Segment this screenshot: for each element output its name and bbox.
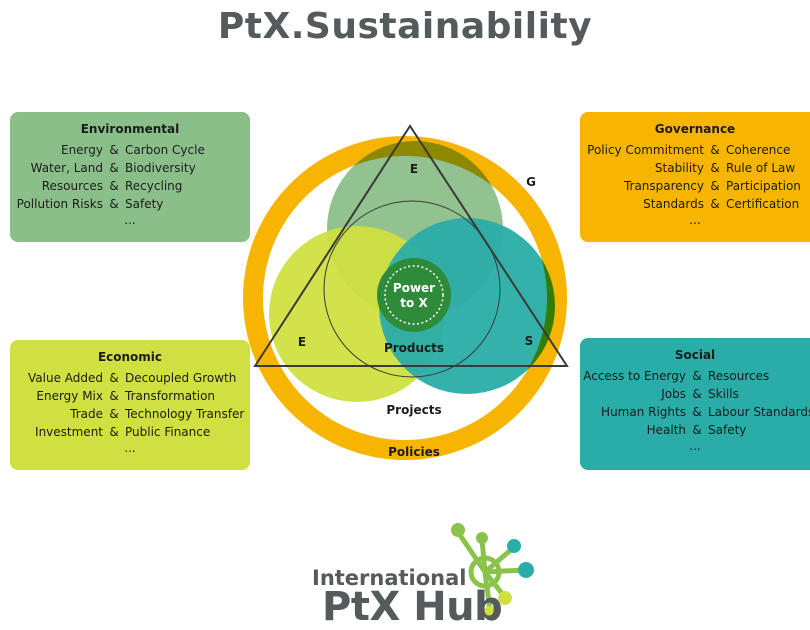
ampersand: &: [109, 389, 119, 403]
label-e-left: E: [298, 335, 306, 349]
ampersand: &: [710, 179, 720, 193]
list-item: Human Rights&Labour Standards: [580, 403, 810, 421]
list-item: Access to Energy&Resources: [580, 367, 810, 385]
governance-box: Governance Policy Commitment&Coherence S…: [580, 112, 810, 242]
item-left: Pollution Risks: [16, 197, 103, 211]
more-ellipsis: ...: [689, 213, 701, 227]
list-item: Investment&Public Finance: [10, 423, 250, 441]
item-right: Safety: [708, 423, 747, 437]
list-item: Policy Commitment&Coherence: [580, 141, 810, 159]
item-left: Policy Commitment: [587, 143, 704, 157]
power-to-x-dotted-ring: [384, 265, 444, 325]
page-title: PtX.Sustainability: [217, 6, 593, 47]
ampersand: &: [109, 371, 119, 385]
economic-heading: Economic: [97, 350, 163, 364]
products-label: Products: [384, 341, 444, 355]
triangle-frame: [253, 124, 569, 367]
ampersand: &: [710, 197, 720, 211]
item-right: Safety: [125, 197, 164, 211]
power-to-x-label-1: Power: [393, 281, 435, 295]
item-right: Rule of Law: [726, 161, 796, 175]
list-item: Value Added&Decoupled Growth: [10, 369, 250, 387]
ptx-hub-logo-icon: [451, 523, 534, 618]
ampersand: &: [109, 407, 119, 421]
governance-heading: Governance: [654, 122, 736, 136]
list-item: Jobs&Skills: [580, 385, 810, 403]
ampersand: &: [109, 425, 119, 439]
item-right: Recycling: [125, 179, 183, 193]
ampersand: &: [710, 161, 720, 175]
label-e-top: E: [410, 162, 418, 176]
ampersand: &: [109, 161, 119, 175]
list-item: Health&Safety: [580, 421, 810, 439]
item-left: Energy: [60, 143, 103, 157]
ampersand: &: [692, 387, 702, 401]
list-item: Water, Land&Biodiversity: [10, 159, 250, 177]
more-ellipsis: ...: [124, 441, 136, 455]
item-right: Public Finance: [125, 425, 211, 439]
item-left: Value Added: [28, 371, 103, 385]
item-left: Standards: [643, 197, 704, 211]
projects-label: Projects: [386, 403, 441, 417]
item-left: Transparency: [623, 179, 704, 193]
power-to-x-center: [377, 258, 451, 332]
item-left: Trade: [70, 407, 103, 421]
list-item: Trade&Technology Transfer: [10, 405, 250, 423]
environmental-box: Environmental Energy&Carbon Cycle Water,…: [10, 112, 250, 242]
ampersand: &: [710, 143, 720, 157]
item-left: Resources: [41, 179, 103, 193]
power-to-x-label-2: to X: [400, 296, 428, 310]
logo-text-international: International: [312, 566, 467, 590]
list-item: Resources&Recycling: [10, 177, 250, 195]
environmental-heading: Environmental: [80, 122, 180, 136]
list-item: Pollution Risks&Safety: [10, 195, 250, 213]
item-right: Certification: [726, 197, 800, 211]
more-ellipsis: ...: [124, 213, 136, 227]
label-g: G: [526, 175, 536, 189]
item-right: Participation: [726, 179, 801, 193]
item-left: Health: [646, 423, 686, 437]
item-left: Stability: [654, 161, 704, 175]
label-s: S: [525, 334, 534, 348]
policies-label: Policies: [388, 445, 440, 459]
list-item: Transparency&Participation: [580, 177, 810, 195]
ampersand: &: [692, 369, 702, 383]
item-left: Human Rights: [601, 405, 686, 419]
social-heading: Social: [674, 348, 716, 362]
more-ellipsis: ...: [689, 439, 701, 453]
item-right: Technology Transfer: [125, 407, 245, 421]
item-right: Decoupled Growth: [125, 371, 237, 385]
item-right: Transformation: [125, 389, 216, 403]
item-right: Labour Standards: [708, 405, 810, 419]
ampersand: &: [109, 197, 119, 211]
item-left: Jobs: [661, 387, 686, 401]
item-left: Investment: [35, 425, 103, 439]
logo-text-ptx-hub: PtX Hub: [322, 584, 503, 630]
item-left: Energy Mix: [36, 389, 103, 403]
item-left: Access to Energy: [583, 369, 686, 383]
list-item: Standards&Certification: [580, 195, 810, 213]
item-right: Carbon Cycle: [125, 143, 205, 157]
list-item: Stability&Rule of Law: [580, 159, 810, 177]
economic-box: Economic Value Added&Decoupled Growth En…: [10, 340, 250, 470]
social-box: Social Access to Energy&Resources Jobs&S…: [580, 338, 810, 470]
ampersand: &: [692, 405, 702, 419]
ampersand: &: [109, 143, 119, 157]
list-item: Energy&Carbon Cycle: [10, 141, 250, 159]
ampersand: &: [692, 423, 702, 437]
item-right: Coherence: [726, 143, 791, 157]
item-right: Resources: [708, 369, 770, 383]
list-item: Energy Mix&Transformation: [10, 387, 250, 405]
ampersand: &: [109, 179, 119, 193]
item-right: Skills: [708, 387, 739, 401]
item-left: Water, Land: [30, 161, 103, 175]
inner-guide-circle: [323, 200, 501, 378]
item-right: Biodiversity: [125, 161, 196, 175]
